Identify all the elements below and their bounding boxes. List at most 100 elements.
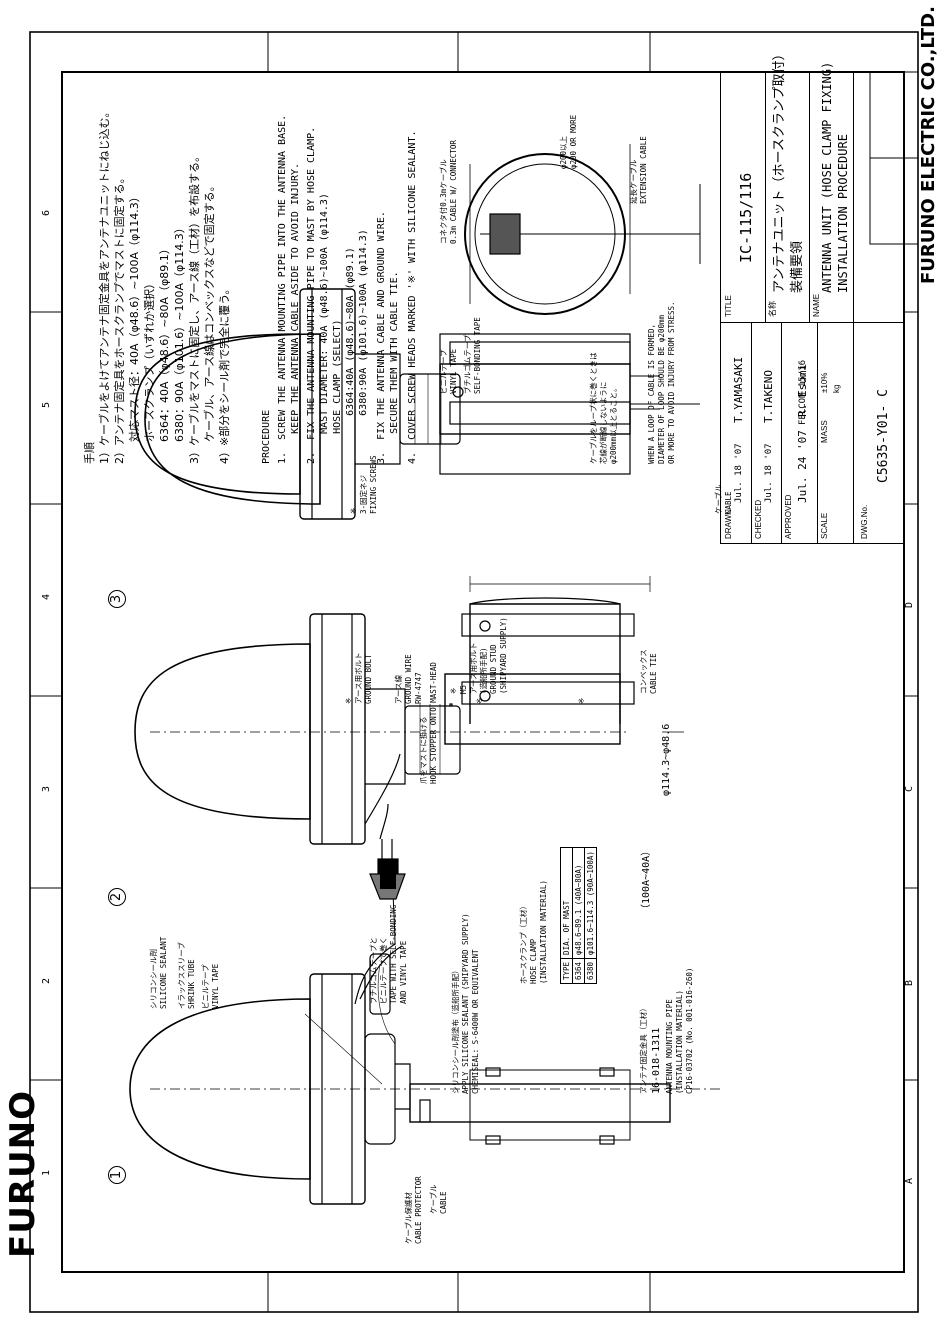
note-jp-1: 1）ケーブルをよけてアンテナ固定金具をアンテナユニットにねじ込む。: [98, 106, 111, 464]
label-coating-en: APPLY SILICONE SEALANT (SHIPYARD SUPPLY): [461, 913, 470, 1094]
label-loopdia-en: φ200 OR MORE: [569, 114, 578, 169]
col-label-1: 1: [41, 1169, 52, 1176]
label-m5-mark: ※: [449, 687, 458, 694]
label-gwire-en: GROUND WIRE: [404, 654, 413, 704]
label-screws-jp: 3-固定ネジ: [359, 474, 368, 514]
mass-label: MASS: [820, 420, 829, 443]
jname-label: 名称: [768, 301, 777, 317]
label-m5-yard: (造船所手配): [479, 647, 488, 694]
label-conn-jp: コネクタ付0.3mケーブル: [439, 159, 448, 244]
table-row: 6364 φ48.6~89.1 (40A~80A): [572, 847, 585, 984]
inner-frame: [61, 71, 905, 1273]
note-jp-3: 対応マスト径：40A（φ48.6）~100A（φ114.3）: [128, 191, 141, 464]
asterisk-mark: ※: [475, 697, 484, 704]
drawn-label: DRAWN: [724, 509, 733, 539]
procedure-0: PROCEDURE: [261, 409, 272, 464]
table-header-type: TYPE: [560, 958, 573, 984]
felcom-model: FELCOM 15/16: [798, 359, 808, 425]
approved-label: APPROVED: [784, 494, 793, 539]
name-label: NAME: [812, 293, 821, 317]
loop-note-jp-2: 芯線が断線しないように: [599, 381, 608, 464]
label-protector-jp: ケーブル保護材: [404, 1191, 413, 1244]
label-m5-jp: アース用ボルト: [469, 642, 478, 694]
asterisk-mark: ※: [577, 697, 586, 704]
label-pipe-mat: (INSTALLATION MATERIAL): [675, 990, 684, 1094]
scale-label: SCALE: [820, 512, 829, 539]
label-screws-mark: ※: [349, 507, 358, 514]
cable-loop-detail: [464, 144, 701, 315]
checked-date: Jul. 18 '07: [764, 443, 774, 503]
label-vinyl-jp: ビニルテープ: [201, 964, 210, 1009]
procedure-2: KEEP THE ANTENNA CABLE ASIDE TO AVOID IN…: [290, 162, 301, 464]
border-ticks: [30, 32, 919, 1312]
label-clamp-en: HOSE CLAMP: [529, 938, 538, 984]
note-jp-6: 6380：90A（φ101.6）~100A（φ114.3）: [173, 222, 186, 464]
label-pipe-jp: アンテナ固定金具（工材）: [639, 1004, 648, 1094]
label-gbolt-mark: ※: [344, 697, 353, 704]
note-jp-4: ホースクランプ（いずれか選択）: [143, 277, 156, 464]
label-hook-jp: 爪をマストに掛ける: [419, 716, 428, 785]
procedure-3: 2. FIX THE ANTENNA MOUNTING PIPE TO MAST…: [306, 126, 317, 464]
label-pipe-code: CP16-03702 (No. 001-016-260): [685, 967, 694, 1094]
table-row: 6380 φ101.6~114.3 (90A~100A): [584, 847, 597, 984]
label-hook-en: HOOK STOPPER ONTO MAST-HEAD: [429, 662, 438, 784]
drawn-name: T.YAMASAKI: [732, 356, 745, 423]
step3-antenna: [134, 288, 700, 520]
label-pipe-no: 16-018-1311: [651, 1027, 662, 1094]
label-shrink-jp: イラックススリーブ: [177, 942, 186, 1009]
label-m5-stud: GROUND STUD: [489, 644, 498, 694]
title-label: TITLE: [724, 295, 733, 317]
brand-logo: FURUNO: [3, 1090, 43, 1258]
label-sb-en: SELF-BONDING TAPE: [473, 317, 482, 394]
english-name-1: ANTENNA UNIT (HOSE CLAMP FIXING): [820, 61, 834, 293]
label-clamp-jp: ホースクランプ（工材）: [519, 902, 528, 984]
table-cell: φ101.6~114.3 (90A~100A): [584, 847, 597, 959]
label-wrap-en1: TAPE WITH SELF-BONDING: [389, 904, 398, 1004]
company-name: FURUNO ELECTRIC CO.,LTD.: [918, 6, 939, 284]
col-label-3: 3: [41, 785, 52, 792]
drawn-date: Jul. 18 '07: [734, 443, 744, 503]
table-header-dia: DIA. OF MAST: [560, 847, 573, 959]
note-jp-9: 4）※部分をシール剤で完全に覆う。: [218, 283, 231, 464]
clamp-selection-table: TYPE DIA. OF MAST 6364 φ48.6~89.1 (40A~8…: [560, 847, 597, 984]
label-m5-supply: (SHIPYARD SUPPLY): [499, 617, 508, 694]
col-label-5: 5: [41, 401, 52, 408]
japanese-name-2: 装備要領: [790, 240, 805, 293]
step-1-marker: 1: [108, 1166, 126, 1184]
label-conn-en: 0.3m CABLE W/ CONNECTOR: [449, 140, 458, 244]
loop-note-en-3: OR MORE TO AVOID INJURY FROM STRESS.: [667, 301, 676, 464]
table-cell: φ48.6~89.1 (40A~80A): [572, 847, 585, 959]
drawing-number: C5635-Y01- C: [876, 389, 891, 483]
title-block: DRAWN Jul. 18 '07 T.YAMASAKI CHECKED Jul…: [720, 48, 905, 544]
procedure-5: HOSE CLAMP (SELECT): [332, 319, 343, 464]
label-coating-ch: CHEMISEAL: S-6400W OR EQUIVALENT: [471, 949, 480, 1095]
label-wrap-jp1: ブチルゴムテープと: [369, 937, 378, 1004]
checked-name: T.TAKENO: [762, 370, 775, 423]
label-m5: M5: [459, 684, 468, 694]
loop-note-en-1: WHEN A LOOP OF CABLE IS FORMED,: [647, 324, 656, 464]
label-diameter-range: φ114.3~φ48.6: [661, 723, 672, 796]
label-ext-en: EXTENSION CABLE: [639, 136, 648, 204]
label-vinyl-en: VINYL TAPE: [211, 963, 220, 1009]
loop-note-en-2: DIAMETER OF LOOP SHOULD BE φ200mm: [657, 314, 666, 464]
dwg-label: DWG.No.: [860, 504, 869, 539]
label-gwire-jp: アース線: [394, 674, 403, 704]
label-gwire-code: RW-4747: [414, 672, 423, 704]
label-wrap-en2: AND VINYL TAPE: [399, 940, 408, 1004]
drawing-title: IC-115/116: [737, 172, 755, 263]
checked-label: CHECKED: [754, 499, 763, 539]
label-gbolt-en: GROUND BOLT: [364, 654, 373, 704]
col-label-2: 2: [41, 977, 52, 984]
procedure-9: SECURE THEM WITH CABLE TIE.: [389, 271, 400, 464]
procedure-4: MAST DIAMETER: 40A (φ48.6)~100A (φ114.3): [319, 193, 330, 464]
col-label-4: 4: [41, 593, 52, 600]
label-sealant-jp: シリコンシール剤: [149, 949, 158, 1009]
label-gbolt-jp: アース用ボルト: [354, 652, 363, 704]
procedure-6: 6364:40A (φ48.6)~80A (φ89.1): [345, 247, 356, 464]
note-jp-7: 3）ケーブルをマストに固定し、アース線（工材）を布設する。: [188, 150, 201, 464]
step-3-marker: 3: [108, 590, 126, 608]
label-cable1-jp: ケーブル: [429, 1184, 438, 1214]
